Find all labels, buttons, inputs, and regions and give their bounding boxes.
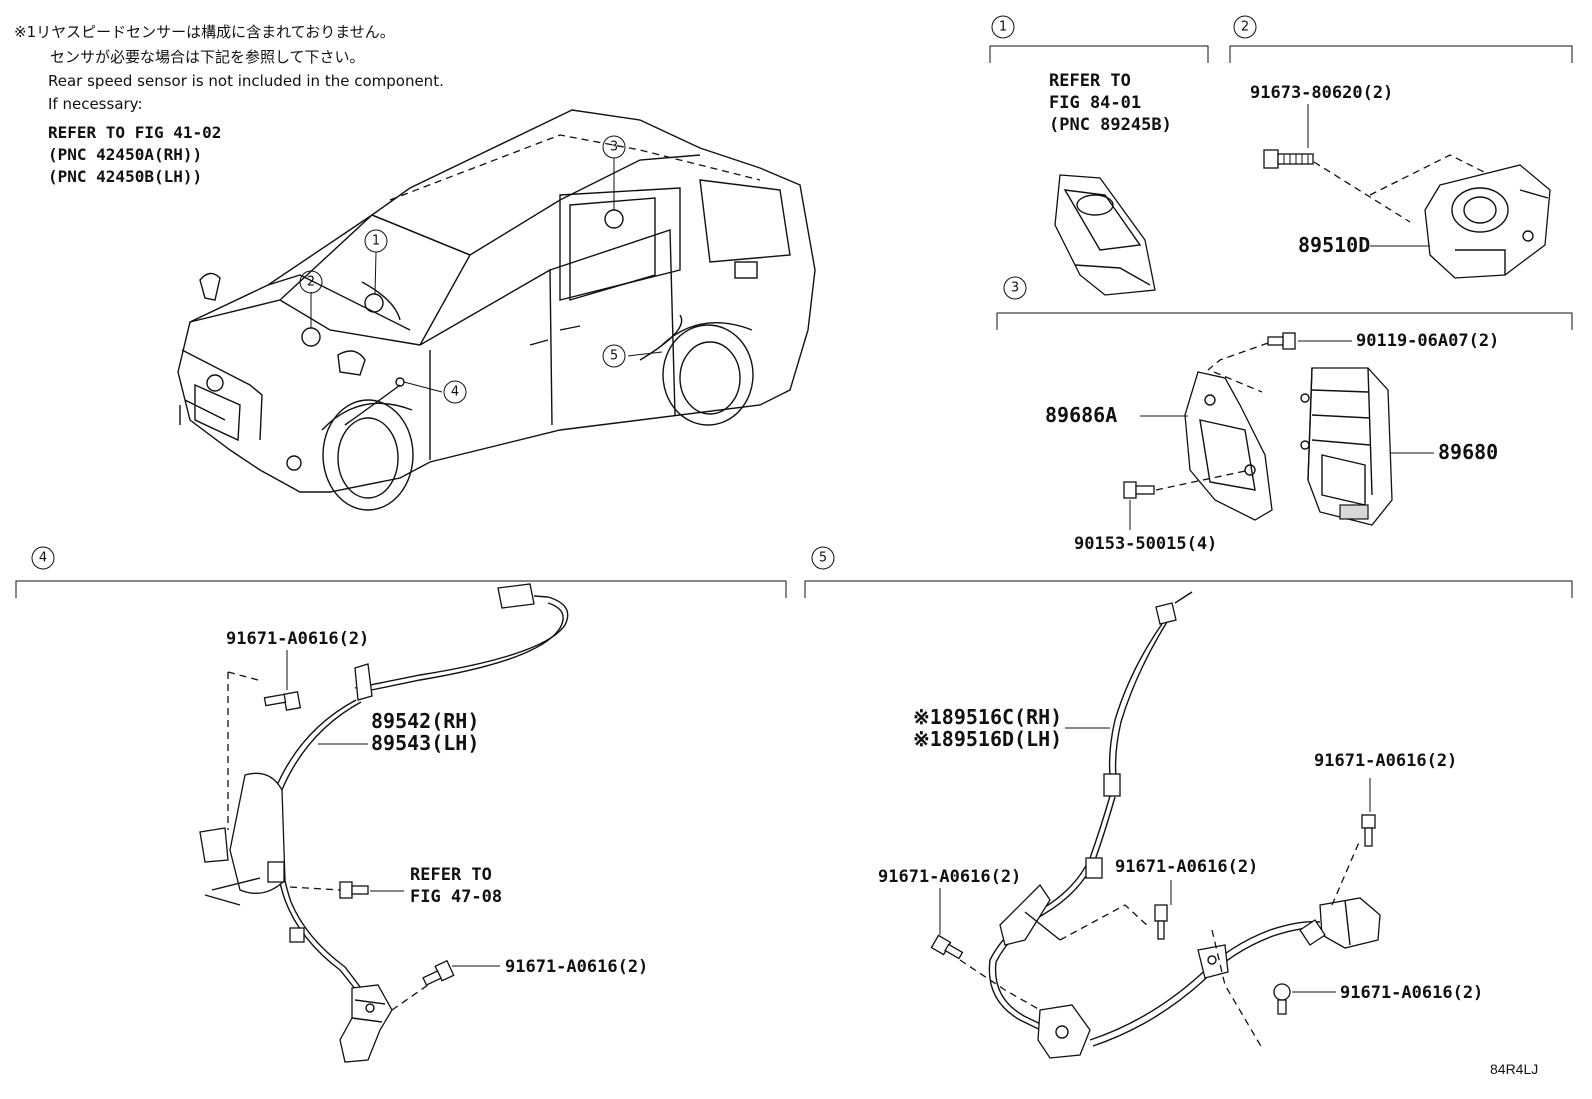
ecu-bracket bbox=[1184, 371, 1273, 521]
bolt-icon bbox=[1263, 149, 1314, 169]
section-5: 5 ※189516C(RH) ※189516D(LH) 91671-A0616(… bbox=[804, 546, 1573, 1059]
section-5-wire-lh-label: ※189516D(LH) bbox=[913, 727, 1062, 751]
note-line-en-1: Rear speed sensor is not included in the… bbox=[48, 72, 444, 90]
bolt-icon bbox=[1123, 481, 1155, 499]
section-3-bracket-label: 89686A bbox=[1045, 403, 1117, 427]
note-line-jp-1: ※1リヤスピードセンサーは構成に含まれておりません。 bbox=[14, 23, 395, 41]
section-4-sensor-lh-label: 89543(LH) bbox=[371, 731, 479, 755]
car-callout-5: 5 bbox=[610, 349, 618, 364]
section-2-sensor-label: 89510D bbox=[1298, 233, 1370, 257]
bolt-icon bbox=[1154, 904, 1168, 940]
section-5-wire-rh-label: ※189516C(RH) bbox=[913, 705, 1062, 729]
section-1-ref-line3: (PNC 89245B) bbox=[1049, 115, 1172, 135]
section-4-number: 4 bbox=[39, 551, 47, 566]
car-callout-4: 4 bbox=[451, 385, 459, 400]
car-callout-3: 3 bbox=[610, 140, 618, 155]
section-2-number: 2 bbox=[1241, 20, 1249, 35]
figure-code: 84R4LJ bbox=[1490, 1061, 1538, 1077]
section-5-bolt-right-bottom-label: 91671-A0616(2) bbox=[1340, 983, 1483, 1003]
wire-connector bbox=[497, 583, 549, 609]
bolt-icon bbox=[1267, 332, 1296, 350]
bolt-icon bbox=[263, 691, 302, 711]
section-2-bolt-label: 91673-80620(2) bbox=[1250, 83, 1393, 103]
section-4-sensor-rh-label: 89542(RH) bbox=[371, 709, 479, 733]
section-4-bolt-top-label: 91671-A0616(2) bbox=[226, 629, 369, 649]
rear-sensor-connector bbox=[1299, 897, 1381, 949]
section-1-number: 1 bbox=[999, 20, 1007, 35]
skid-control-ecu bbox=[1300, 367, 1393, 526]
section-5-bolt-right-top-label: 91671-A0616(2) bbox=[1314, 751, 1457, 771]
note-ref-1: REFER TO FIG 41-02 bbox=[48, 123, 221, 142]
car-callout-2: 2 bbox=[307, 275, 315, 290]
car-callout-1: 1 bbox=[372, 234, 380, 249]
yaw-rate-sensor bbox=[1054, 174, 1156, 296]
section-1-ref-line2: FIG 84-01 bbox=[1049, 93, 1141, 113]
section-4-bolt-bottom-label: 91671-A0616(2) bbox=[505, 957, 648, 977]
vehicle-illustration: 1 2 3 4 5 bbox=[177, 109, 816, 511]
section-5-number: 5 bbox=[819, 551, 827, 566]
section-5-bolt-middle-label: 91671-A0616(2) bbox=[1115, 857, 1258, 877]
section-4-ref-line1: REFER TO bbox=[410, 865, 492, 885]
section-3-bolt-bottom-label: 90153-50015(4) bbox=[1074, 534, 1217, 554]
note-ref-2: (PNC 42450A(RH)) bbox=[48, 145, 202, 164]
bolt-icon bbox=[1361, 814, 1376, 847]
bolt-icon bbox=[422, 959, 455, 986]
section-5-bolt-left-label: 91671-A0616(2) bbox=[878, 867, 1021, 887]
section-3-bolt-top-label: 90119-06A07(2) bbox=[1356, 331, 1499, 351]
section-3: 3 90119-06A07(2) 89686A 896 bbox=[996, 276, 1573, 554]
bolt-icon bbox=[930, 934, 964, 960]
section-1: 1 REFER TO FIG 84-01 (PNC 89245B) bbox=[989, 15, 1209, 296]
section-3-number: 3 bbox=[1011, 281, 1019, 296]
note-block: ※1リヤスピードセンサーは構成に含まれておりません。 センサが必要な場合は下記を… bbox=[14, 23, 444, 186]
acceleration-sensor bbox=[1424, 164, 1551, 279]
speed-sensor-head bbox=[339, 984, 393, 1063]
section-4: 4 91671-A0616(2) 89542(RH) 89543(LH bbox=[15, 546, 787, 1063]
wire-clip bbox=[1037, 1004, 1091, 1059]
section-1-ref-line1: REFER TO bbox=[1049, 71, 1131, 91]
section-4-ref-line2: FIG 47-08 bbox=[410, 887, 502, 907]
wire-bracket bbox=[199, 772, 305, 943]
note-line-jp-2: センサが必要な場合は下記を参照して下さい。 bbox=[50, 48, 365, 66]
bolt-icon bbox=[1273, 983, 1291, 1015]
bolt-icon bbox=[339, 881, 369, 899]
note-line-en-2: If necessary: bbox=[48, 95, 143, 113]
section-3-ecu-label: 89680 bbox=[1438, 440, 1498, 464]
wire-bracket bbox=[999, 883, 1061, 946]
section-2: 2 91673-80620(2) 89510D bbox=[1229, 15, 1573, 279]
note-ref-3: (PNC 42450B(LH)) bbox=[48, 167, 202, 186]
